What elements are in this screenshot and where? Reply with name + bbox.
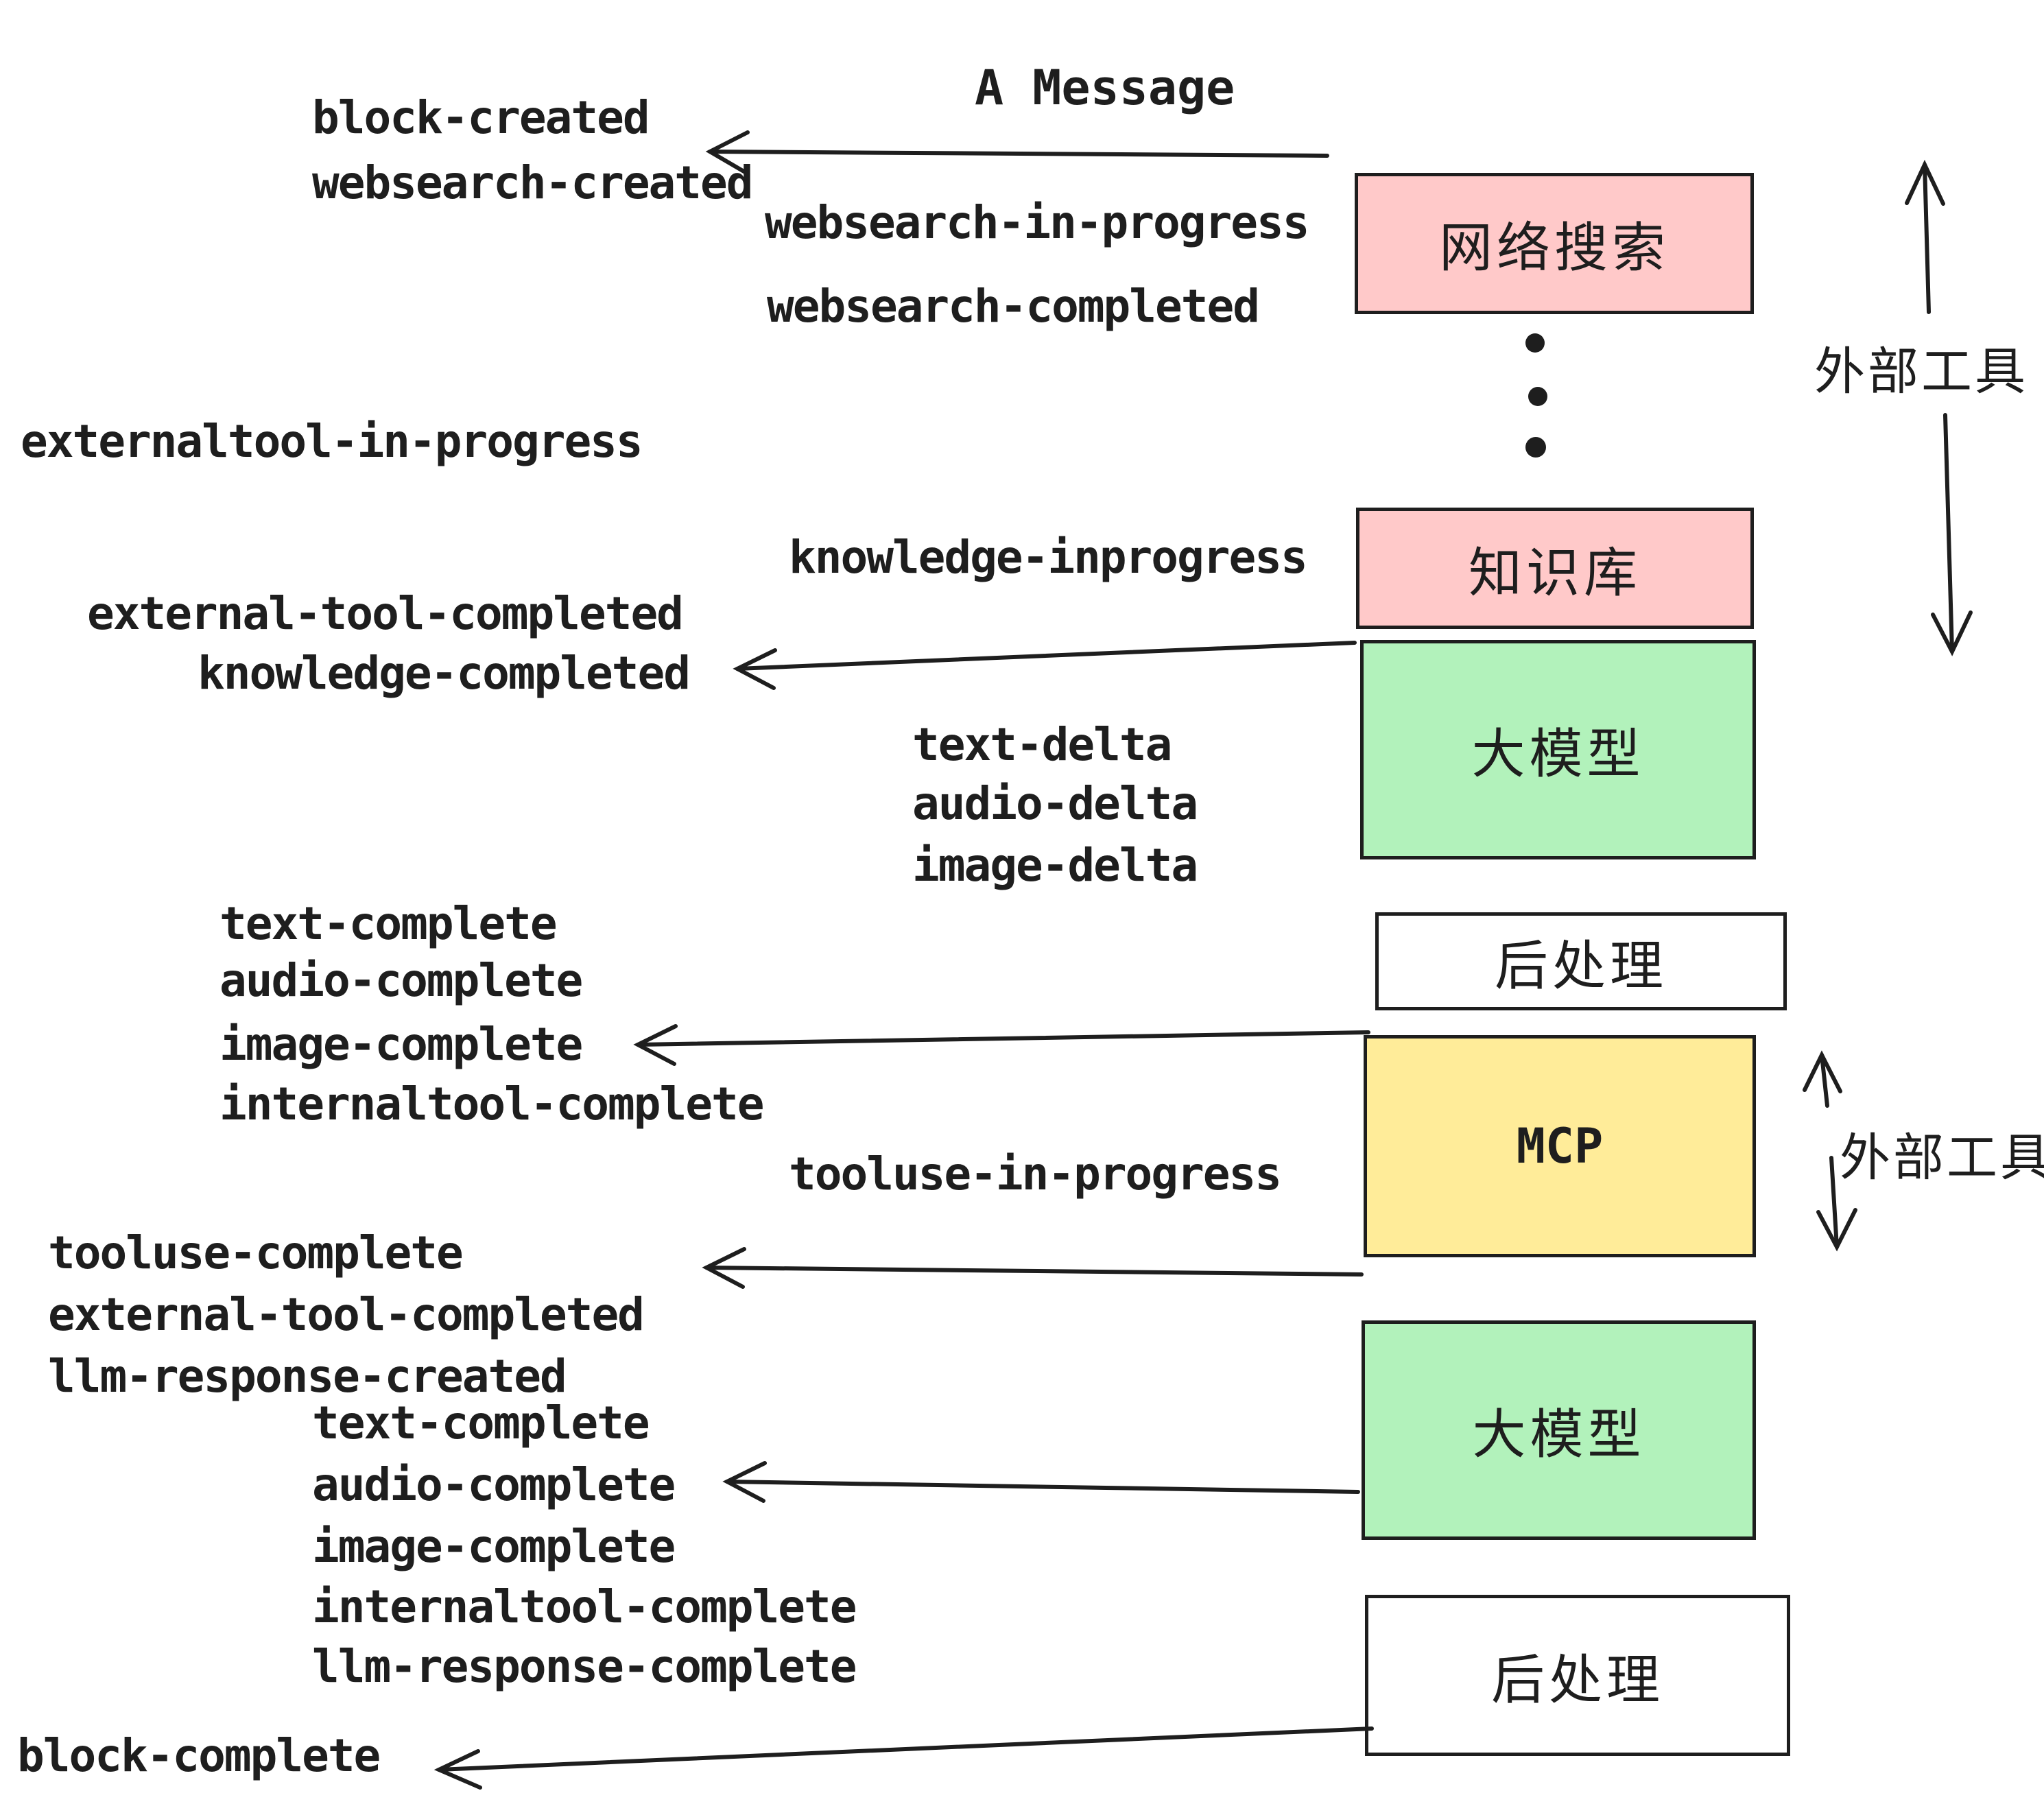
event-audio-delta: audio-delta [912,777,1198,830]
arrow-to-image-complete [633,1024,1370,1066]
event-text-complete: text-complete [219,897,558,950]
arrow-to-tooluse-complete [702,1247,1364,1289]
ellipsis-dots [1525,333,1547,458]
event-text-complete-2: text-complete [312,1397,650,1449]
external-tools-down-arrow-1 [1931,413,1973,656]
node-postprocess-2-label: 后处理 [1490,1649,1664,1711]
event-externaltool-in-progress: externaltool-in-progress [21,415,643,468]
arrow-to-audio-complete [722,1461,1360,1503]
event-audio-complete-2: audio-complete [312,1458,676,1511]
event-audio-complete: audio-complete [219,954,583,1007]
node-mcp: MCP [1364,1035,1756,1257]
node-llm-1: 大模型 [1360,640,1756,859]
event-image-complete-2: image-complete [312,1520,676,1573]
diagram-title: A Message [975,60,1235,116]
arrow-to-knowledge-completed [733,641,1357,690]
node-knowledge-base: 知识库 [1356,508,1754,629]
node-knowledge-base-label: 知识库 [1468,542,1641,604]
node-llm-2: 大模型 [1362,1320,1756,1540]
node-llm-2-label: 大模型 [1472,1404,1645,1466]
event-knowledge-inprogress: knowledge-inprogress [789,531,1308,584]
event-tooluse-in-progress: tooluse-in-progress [789,1148,1282,1200]
event-block-complete: block-complete [17,1729,381,1782]
event-external-tool-completed: external-tool-completed [87,587,684,640]
node-mcp-label: MCP [1516,1118,1604,1174]
event-image-delta: image-delta [912,839,1198,892]
event-text-delta: text-delta [912,718,1172,771]
node-postprocess-1: 后处理 [1375,912,1787,1010]
node-postprocess-1-label: 后处理 [1494,935,1667,997]
node-postprocess-2: 后处理 [1365,1595,1790,1756]
event-websearch-completed: websearch-completed [767,280,1260,333]
external-tools-down-arrow-2 [1816,1156,1857,1252]
node-websearch-label: 网络搜索 [1438,217,1669,279]
node-llm-1-label: 大模型 [1471,724,1645,785]
event-llm-response-complete: llm-response-complete [312,1640,857,1693]
event-websearch-in-progress: websearch-in-progress [765,196,1309,249]
event-llm-response-created: llm-response-created [48,1350,567,1403]
side-label-external-tools-1: 外部工具 [1814,342,2028,401]
event-knowledge-completed: knowledge-completed [198,647,691,700]
event-internaltool-complete: internaltool-complete [219,1078,764,1130]
side-label-external-tools-2: 外部工具 [1840,1128,2044,1187]
event-block-created: block-created [312,91,650,144]
event-tooluse-complete: tooluse-complete [48,1226,464,1279]
arrow-to-block-complete [433,1726,1374,1790]
node-websearch: 网络搜索 [1355,173,1754,314]
arrow-to-block-created [705,130,1329,175]
event-external-tool-completed-2: external-tool-completed [48,1288,645,1341]
external-tools-up-arrow-2 [1803,1050,1842,1108]
event-internaltool-complete-2: internaltool-complete [312,1580,857,1633]
external-tools-up-arrow-1 [1905,159,1945,314]
event-websearch-created: websearch-created [312,156,754,209]
event-image-complete: image-complete [219,1018,583,1071]
